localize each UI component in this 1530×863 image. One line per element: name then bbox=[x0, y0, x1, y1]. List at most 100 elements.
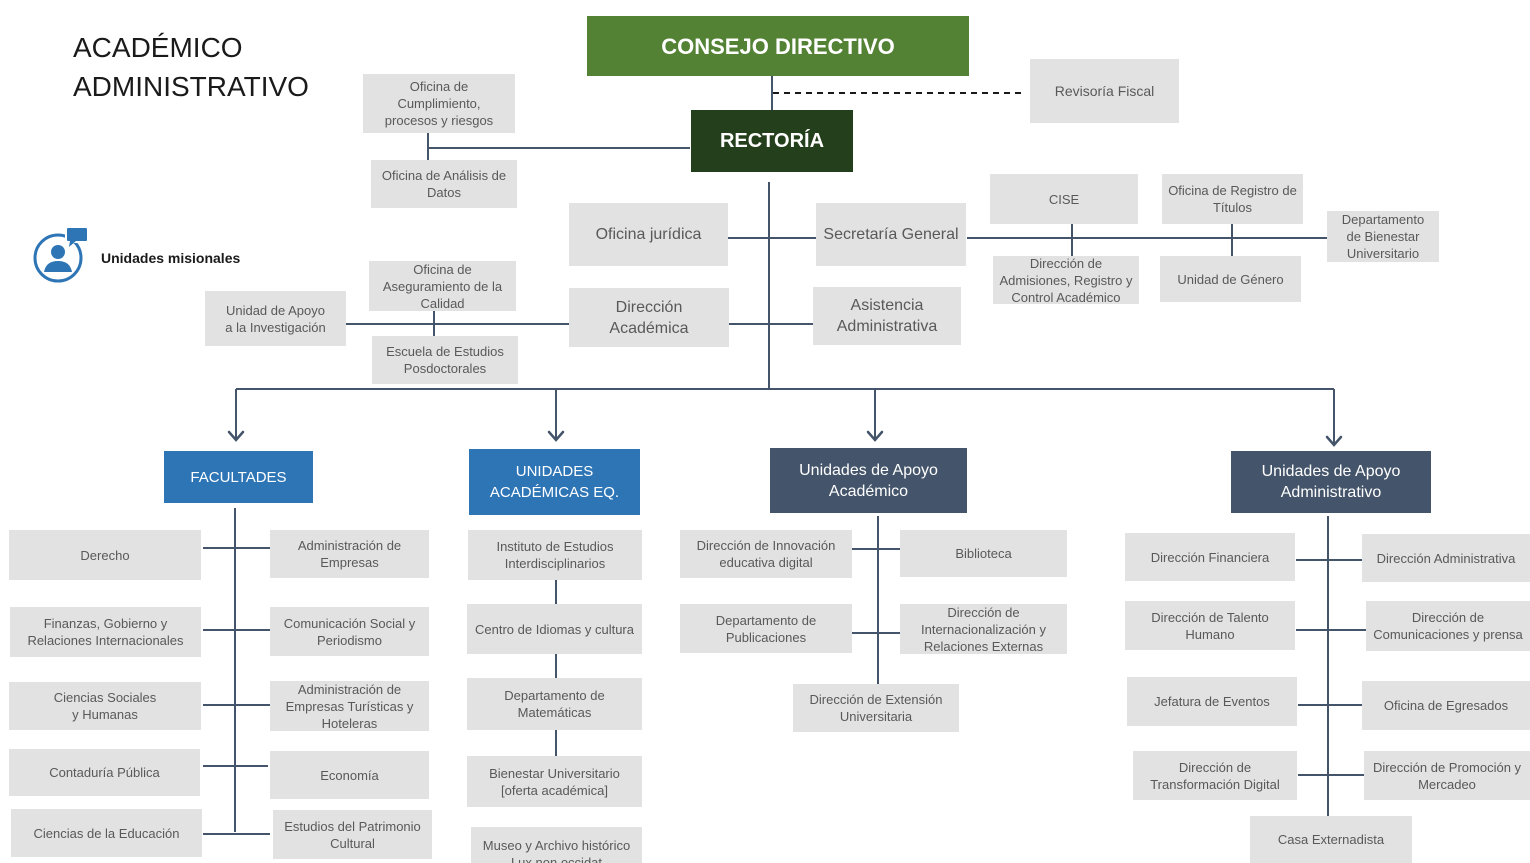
unidad-apoyo-investigacion-box[interactable]: Unidad de Apoyo a la Investigación bbox=[205, 291, 346, 346]
apoyo-administrativo-item[interactable]: Oficina de Egresados bbox=[1362, 681, 1530, 730]
oficina-cumplimiento-label: Oficina de Cumplimiento, procesos y ries… bbox=[384, 79, 494, 128]
registro-titulos-box[interactable]: Oficina de Registro de Títulos bbox=[1162, 174, 1303, 224]
bienestar-universitario-box[interactable]: Departamento de Bienestar Universitario bbox=[1327, 211, 1439, 262]
unidad-genero-label: Unidad de Género bbox=[1177, 271, 1284, 287]
facultades-header[interactable]: FACULTADES bbox=[164, 451, 313, 503]
oficina-aseguramiento-label: Oficina de Aseguramiento de la Calidad bbox=[382, 261, 503, 311]
facultad-item-label: Contaduría Pública bbox=[49, 765, 160, 780]
apoyo-administrativo-item-label: Dirección Administrativa bbox=[1376, 550, 1516, 566]
unidad-apoyo-investigacion-label: Unidad de Apoyo a la Investigación bbox=[225, 302, 326, 335]
unidad-academica-item[interactable]: Centro de Idiomas y cultura bbox=[467, 604, 642, 654]
consejo-directivo-label: CONSEJO DIRECTIVO bbox=[661, 33, 895, 59]
facultad-item[interactable]: Economía bbox=[270, 751, 429, 799]
apoyo-academico-item[interactable]: Dirección de Internacionalización y Rela… bbox=[900, 604, 1067, 654]
asistencia-administrativa-label: Asistencia Administrativa bbox=[836, 297, 938, 335]
unidad-academica-item-label: Centro de Idiomas y cultura bbox=[475, 621, 634, 637]
legend-label: Unidades misionales bbox=[101, 250, 241, 266]
facultad-item-label: Derecho bbox=[80, 547, 130, 563]
unidad-academica-item-label: Bienestar Universitario [oferta académic… bbox=[489, 765, 620, 798]
rectoria-box[interactable]: RECTORÍA bbox=[691, 110, 853, 172]
apoyo-administrativo-item-label: Oficina de Egresados bbox=[1383, 698, 1509, 713]
unidades-academicas-header-label: UNIDADES ACADÉMICAS EQ. bbox=[489, 463, 620, 501]
facultad-item-label: Administración de Empresas bbox=[297, 538, 402, 570]
facultad-item[interactable]: Finanzas, Gobierno y Relaciones Internac… bbox=[10, 607, 201, 657]
facultad-item[interactable]: Contaduría Pública bbox=[9, 749, 200, 796]
apoyo-administrativo-item-label: Dirección de Comunicaciones y prensa bbox=[1373, 610, 1523, 642]
oficina-juridica-box[interactable]: Oficina jurídica bbox=[569, 203, 728, 266]
revisoria-fiscal-label: Revisoría Fiscal bbox=[1054, 82, 1155, 99]
unidad-academica-item[interactable]: Departamento de Matemáticas bbox=[467, 678, 642, 730]
oficina-cumplimiento-box[interactable]: Oficina de Cumplimiento, procesos y ries… bbox=[363, 74, 515, 133]
apoyo-academico-item-label: Dirección de Innovación educativa digita… bbox=[696, 538, 836, 570]
escuela-posdoctorales-box[interactable]: Escuela de Estudios Posdoctorales bbox=[372, 336, 518, 384]
apoyo-administrativo-item[interactable]: Dirección de Comunicaciones y prensa bbox=[1366, 601, 1530, 651]
facultad-item[interactable]: Derecho bbox=[9, 530, 201, 580]
apoyo-academico-item-label: Dirección de Internacionalización y Rela… bbox=[920, 604, 1047, 654]
apoyo-administrativo-header[interactable]: Unidades de Apoyo Administrativo bbox=[1231, 451, 1431, 513]
apoyo-administrativo-item[interactable]: Dirección Administrativa bbox=[1362, 534, 1530, 582]
oficina-aseguramiento-box[interactable]: Oficina de Aseguramiento de la Calidad bbox=[369, 261, 516, 311]
facultad-item-label: Finanzas, Gobierno y Relaciones Internac… bbox=[27, 616, 184, 648]
apoyo-academico-item[interactable]: Dirección de Innovación educativa digita… bbox=[680, 530, 852, 578]
person-chat-icon bbox=[32, 226, 90, 284]
apoyo-administrativo-item[interactable]: Dirección de Promoción y Mercadeo bbox=[1364, 751, 1530, 800]
oficina-analisis-datos-label: Oficina de Análisis de Datos bbox=[381, 168, 507, 200]
facultad-item[interactable]: Ciencias de la Educación bbox=[11, 809, 202, 857]
apoyo-administrativo-item-label: Dirección Financiera bbox=[1150, 549, 1270, 565]
admisiones-label: Dirección de Admisiones, Registro y Cont… bbox=[999, 255, 1133, 305]
unidad-academica-item-label: Instituto de Estudios Interdisciplinario… bbox=[496, 539, 614, 571]
apoyo-academico-header[interactable]: Unidades de Apoyo Académico bbox=[770, 448, 967, 513]
revisoria-fiscal-box[interactable]: Revisoría Fiscal bbox=[1030, 59, 1179, 123]
facultad-item-label: Administración de Empresas Turísticas y … bbox=[285, 681, 414, 731]
admisiones-box[interactable]: Dirección de Admisiones, Registro y Cont… bbox=[993, 255, 1139, 305]
apoyo-administrativo-item[interactable]: Dirección Financiera bbox=[1125, 533, 1295, 581]
apoyo-administrativo-header-label: Unidades de Apoyo Administrativo bbox=[1261, 463, 1401, 501]
facultad-item[interactable]: Estudios del Patrimonio Cultural bbox=[273, 810, 432, 859]
facultad-item-label: Economía bbox=[320, 767, 379, 783]
facultad-item-label: Ciencias Sociales y Humanas bbox=[53, 690, 157, 722]
oficina-analisis-datos-box[interactable]: Oficina de Análisis de Datos bbox=[371, 160, 517, 208]
unidad-genero-box[interactable]: Unidad de Género bbox=[1160, 256, 1301, 302]
unidad-academica-item[interactable]: Museo y Archivo histórico Lux non occida… bbox=[471, 827, 642, 863]
facultad-item[interactable]: Administración de Empresas Turísticas y … bbox=[270, 681, 429, 731]
apoyo-academico-item[interactable]: Departamento de Publicaciones bbox=[680, 604, 852, 653]
apoyo-academico-item-label: Departamento de Publicaciones bbox=[715, 612, 817, 645]
consejo-directivo-box[interactable]: CONSEJO DIRECTIVO bbox=[587, 16, 969, 76]
apoyo-administrativo-item[interactable]: Jefatura de Eventos bbox=[1127, 677, 1297, 726]
apoyo-administrativo-item[interactable]: Casa Externadista bbox=[1250, 816, 1412, 863]
direccion-academica-label: Dirección Académica bbox=[609, 298, 689, 337]
apoyo-academico-item-label: Biblioteca bbox=[955, 546, 1012, 561]
facultad-item[interactable]: Administración de Empresas bbox=[270, 530, 429, 578]
apoyo-academico-item[interactable]: Dirección de Extensión Universitaria bbox=[793, 684, 959, 732]
apoyo-administrativo-item-label: Dirección de Promoción y Mercadeo bbox=[1372, 759, 1522, 792]
page-title: ACADÉMICO ADMINISTRATIVO bbox=[73, 32, 309, 102]
cise-box[interactable]: CISE bbox=[990, 174, 1138, 224]
apoyo-administrativo-item-label: Casa Externadista bbox=[1277, 832, 1385, 847]
facultad-item[interactable]: Ciencias Sociales y Humanas bbox=[9, 682, 201, 730]
secretaria-general-label: Secretaría General bbox=[823, 226, 959, 243]
facultad-item-label: Ciencias de la Educación bbox=[33, 825, 180, 841]
facultad-item[interactable]: Comunicación Social y Periodismo bbox=[270, 607, 429, 656]
apoyo-administrativo-item[interactable]: Dirección de Talento Humano bbox=[1125, 601, 1295, 650]
facultad-item-label: Comunicación Social y Periodismo bbox=[283, 615, 416, 648]
rectoria-label: RECTORÍA bbox=[719, 129, 825, 152]
direccion-academica-box[interactable]: Dirección Académica bbox=[569, 288, 729, 347]
apoyo-academico-header-label: Unidades de Apoyo Académico bbox=[799, 461, 938, 500]
unidades-academicas-header[interactable]: UNIDADES ACADÉMICAS EQ. bbox=[469, 449, 640, 515]
escuela-posdoctorales-label: Escuela de Estudios Posdoctorales bbox=[386, 344, 504, 376]
unidad-academica-item[interactable]: Instituto de Estudios Interdisciplinario… bbox=[468, 530, 642, 580]
apoyo-academico-item-label: Dirección de Extensión Universitaria bbox=[809, 692, 943, 724]
unidad-academica-item-label: Departamento de Matemáticas bbox=[504, 688, 605, 720]
facultades-header-label: FACULTADES bbox=[190, 468, 287, 486]
secretaria-general-box[interactable]: Secretaría General bbox=[816, 203, 966, 266]
apoyo-academico-item[interactable]: Biblioteca bbox=[900, 530, 1067, 577]
facultad-item-label: Estudios del Patrimonio Cultural bbox=[284, 818, 421, 851]
unidad-academica-item-label: Museo y Archivo histórico Lux non occida… bbox=[482, 838, 631, 863]
unidad-academica-item[interactable]: Bienestar Universitario [oferta académic… bbox=[467, 756, 642, 807]
apoyo-administrativo-item[interactable]: Dirección de Transformación Digital bbox=[1133, 751, 1297, 800]
apoyo-administrativo-item-label: Dirección de Transformación Digital bbox=[1150, 759, 1280, 792]
apoyo-administrativo-item-label: Jefatura de Eventos bbox=[1154, 694, 1270, 709]
asistencia-administrativa-box[interactable]: Asistencia Administrativa bbox=[813, 287, 961, 345]
cise-label: CISE bbox=[1048, 191, 1080, 207]
